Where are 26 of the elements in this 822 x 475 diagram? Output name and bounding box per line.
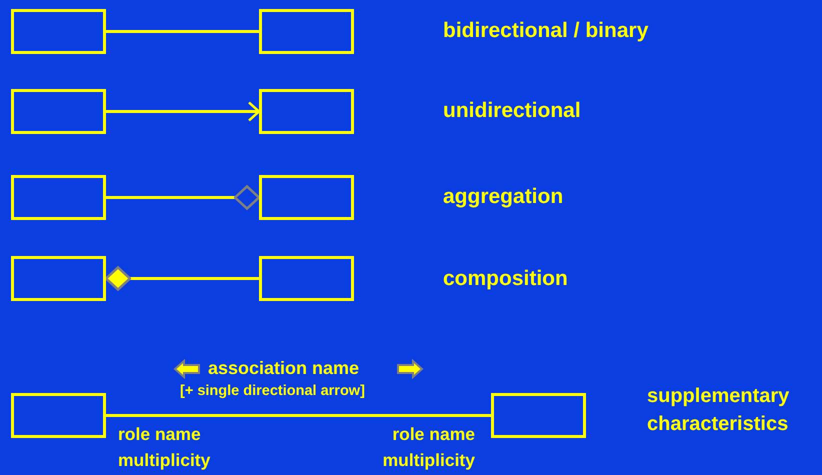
arrow (106, 101, 260, 122)
multiplicity-label: multiplicity (382, 450, 475, 470)
role-name-label: role name (118, 424, 201, 444)
class-box (491, 393, 586, 438)
class-box (11, 393, 106, 438)
class-box (259, 89, 354, 134)
association-line (106, 30, 259, 33)
class-box (11, 9, 106, 54)
class-box (259, 9, 354, 54)
class-box (11, 175, 106, 220)
association-name-label: association name (208, 358, 360, 379)
class-box (11, 256, 106, 301)
row-label: aggregation (443, 185, 564, 210)
role-name-label: role name (392, 424, 475, 444)
association-line (106, 414, 491, 417)
row-label: composition (443, 267, 568, 292)
note-label: [+ single directional arrow] (180, 383, 365, 400)
class-box (259, 256, 354, 301)
composition-line (104, 266, 259, 291)
row-label: supplementary characteristics (647, 384, 790, 437)
multiplicity-label: multiplicity (118, 450, 210, 470)
row-label: bidirectional / binary (443, 19, 648, 44)
row-label: unidirectional (443, 99, 581, 124)
class-box (11, 89, 106, 134)
aggregation-line (106, 185, 260, 210)
class-box (259, 175, 354, 220)
